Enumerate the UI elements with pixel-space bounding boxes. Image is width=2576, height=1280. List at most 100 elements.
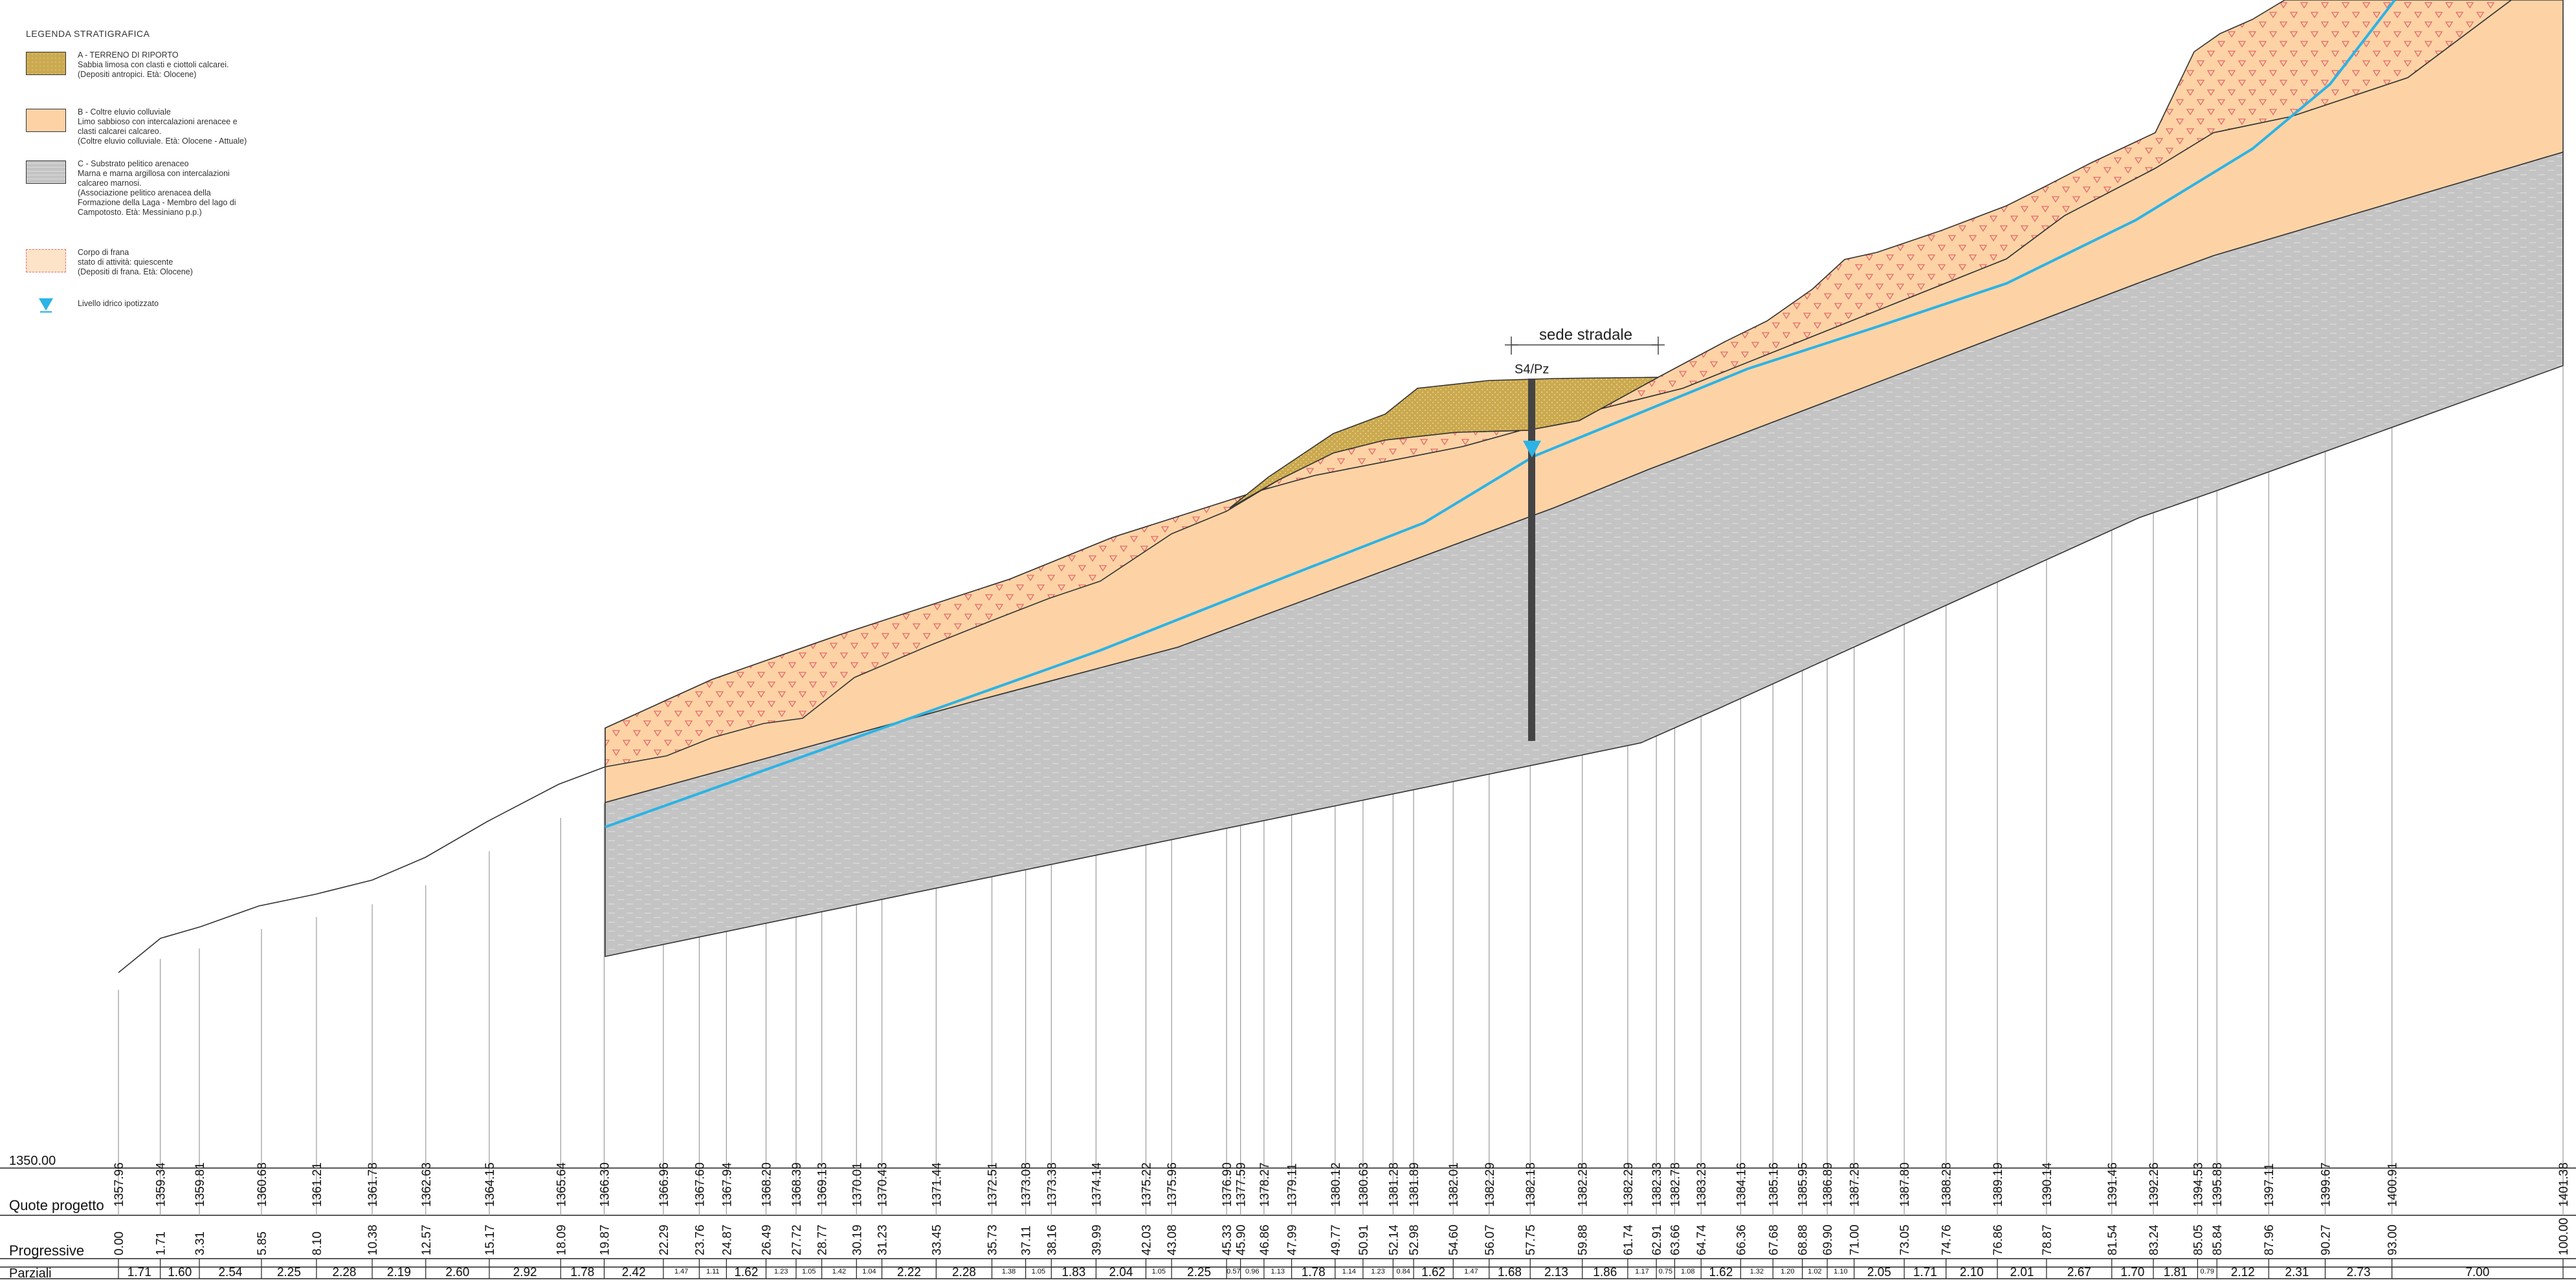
parziali-cell: 2.60 — [445, 1266, 469, 1279]
parziali-cell: 1.05 — [802, 1268, 816, 1275]
parziali-cell: 2.01 — [2010, 1266, 2034, 1279]
legend-line: A - TERRENO DI RIPORTO — [78, 50, 179, 60]
parziali-cell: 7.00 — [2465, 1266, 2489, 1279]
quote-cell: 1373.08 — [1020, 1162, 1034, 1207]
row-label-progressive: Progressive — [9, 1242, 84, 1259]
progressive-cell: 38.16 — [1045, 1224, 1059, 1255]
quote-cell: 1375.96 — [1166, 1162, 1179, 1207]
quote-cell: 1361.21 — [311, 1162, 324, 1207]
parziali-cell: 1.02 — [1808, 1268, 1821, 1275]
progressive-cell: 35.73 — [986, 1224, 1000, 1255]
parziali-cell: 1.78 — [1302, 1266, 1326, 1279]
parziali-cell: 1.23 — [1371, 1268, 1384, 1275]
quote-cell: 1384.16 — [1735, 1162, 1748, 1207]
parziali-cell: 2.12 — [2231, 1266, 2255, 1279]
parziali-cell: 2.25 — [1187, 1266, 1211, 1279]
legend-line: clasti calcarei calcareo. — [78, 127, 162, 136]
quote-cell: 1376.90 — [1221, 1162, 1234, 1207]
quote-cell: 1364.15 — [483, 1162, 497, 1207]
quote-cell: 1359.81 — [194, 1162, 207, 1207]
parziali-cell: 1.38 — [1002, 1268, 1016, 1275]
parziali-cell: 1.68 — [1498, 1266, 1522, 1279]
progressive-cell: 37.11 — [1020, 1226, 1034, 1255]
quote-cell: 1400.91 — [2386, 1162, 2400, 1207]
progressive-cell: 59.88 — [1577, 1224, 1590, 1255]
progressive-cell: 18.09 — [555, 1224, 568, 1255]
quote-cell: 1361.78 — [366, 1162, 380, 1207]
parziali-cell: 0.96 — [1245, 1268, 1259, 1275]
parziali-cell: 1.86 — [1593, 1266, 1617, 1279]
quote-cell: 1382.01 — [1447, 1162, 1461, 1207]
row-label-quote: Quote progetto — [9, 1197, 104, 1213]
progressive-cell: 45.33 — [1221, 1224, 1234, 1255]
progressive-cell: 52.98 — [1408, 1224, 1421, 1255]
quote-cell: 1377.59 — [1235, 1162, 1249, 1207]
quote-cell: 1392.26 — [2148, 1162, 2161, 1207]
parziali-cell: 2.05 — [1867, 1266, 1891, 1279]
stratigraphic-layers — [118, 0, 2564, 973]
progressive-cell: 85.05 — [2192, 1224, 2205, 1255]
parziali-cell: 2.19 — [387, 1266, 411, 1279]
water-level-marker — [1523, 441, 1541, 458]
parziali-cell: 1.60 — [168, 1266, 192, 1279]
progressive-cell: 0.00 — [113, 1231, 126, 1255]
parziali-cell: 2.67 — [2067, 1266, 2091, 1279]
quote-cell: 1399.67 — [2319, 1162, 2333, 1207]
datum-label: 1350.00 — [9, 1154, 56, 1168]
quote-cell: 1385.16 — [1767, 1162, 1781, 1207]
progressive-cell: 90.27 — [2319, 1224, 2333, 1255]
progressive-cell: 49.77 — [1329, 1224, 1343, 1255]
legend-a-swatch — [26, 52, 66, 75]
quote-cell: 1372.51 — [986, 1162, 1000, 1207]
progressive-cell: 15.17 — [483, 1224, 497, 1255]
quote-cell: 1382.28 — [1577, 1162, 1590, 1207]
parziali-cell: 0.84 — [1396, 1268, 1410, 1275]
progressive-cell: 50.91 — [1357, 1224, 1371, 1255]
parziali-cell: 0.79 — [2201, 1268, 2214, 1275]
parziali-cell: 1.47 — [1464, 1268, 1478, 1275]
quote-cell: 1368.39 — [790, 1162, 804, 1207]
parziali-cell: 2.42 — [622, 1266, 646, 1279]
progressive-cell: 87.96 — [2263, 1224, 2276, 1255]
progressive-cell: 28.77 — [816, 1224, 830, 1255]
parziali-cell: 1.71 — [1913, 1266, 1937, 1279]
parziali-cell: 1.17 — [1635, 1268, 1649, 1275]
parziali-cell: 2.28 — [333, 1266, 357, 1279]
progressive-cell: 27.72 — [790, 1224, 804, 1255]
quote-cell: 1365.64 — [555, 1162, 568, 1207]
progressive-cell: 64.74 — [1695, 1224, 1709, 1255]
quote-cell: 1366.30 — [598, 1162, 612, 1207]
legend-line: Livello idrico ipotizzato — [78, 299, 159, 308]
progressive-cell: 68.88 — [1797, 1224, 1810, 1255]
parziali-cell: 2.73 — [2347, 1266, 2371, 1279]
legend-line: (Depositi antropici. Età: Olocene) — [78, 70, 197, 79]
progressive-cell: 67.68 — [1767, 1224, 1781, 1255]
legend-line: (Depositi di frana. Età: Olocene) — [78, 267, 193, 276]
parziali-cell: 1.14 — [1342, 1268, 1356, 1275]
progressive-cell: 76.86 — [1992, 1224, 2005, 1255]
quote-cell: 1359.34 — [155, 1162, 168, 1207]
quote-cell: 1389.19 — [1992, 1162, 2005, 1207]
quote-cell: 1380.12 — [1329, 1162, 1343, 1207]
progressive-cell: 54.60 — [1447, 1224, 1461, 1255]
quote-cell: 1383.23 — [1695, 1162, 1709, 1207]
progressive-cell: 26.49 — [761, 1224, 774, 1255]
quote-cell: 1382.29 — [1622, 1162, 1636, 1207]
progressive-cell: 57.75 — [1524, 1224, 1538, 1255]
quote-cell: 1369.13 — [816, 1162, 830, 1207]
quote-cell: 1362.63 — [420, 1162, 434, 1207]
quote-cell: 1401.38 — [2557, 1162, 2571, 1207]
layer-c-substrate — [605, 151, 2564, 957]
legend-line: Sabbia limosa con clasti e ciottoli calc… — [78, 60, 229, 69]
road-dimension — [1505, 337, 1665, 355]
progressive-cell: 22.29 — [658, 1224, 671, 1255]
parziali-cell: 1.32 — [1750, 1268, 1764, 1275]
borehole — [1528, 379, 1535, 741]
layer-a-fill — [1229, 377, 1659, 509]
legend-line: (Coltre eluvio colluviale. Età: Olocene … — [78, 137, 247, 146]
progressive-cell: 1.71 — [155, 1231, 168, 1255]
parziali-cell: 1.08 — [1681, 1268, 1694, 1275]
progressive-cell: 10.38 — [366, 1224, 380, 1255]
legend-c-swatch — [26, 160, 66, 184]
